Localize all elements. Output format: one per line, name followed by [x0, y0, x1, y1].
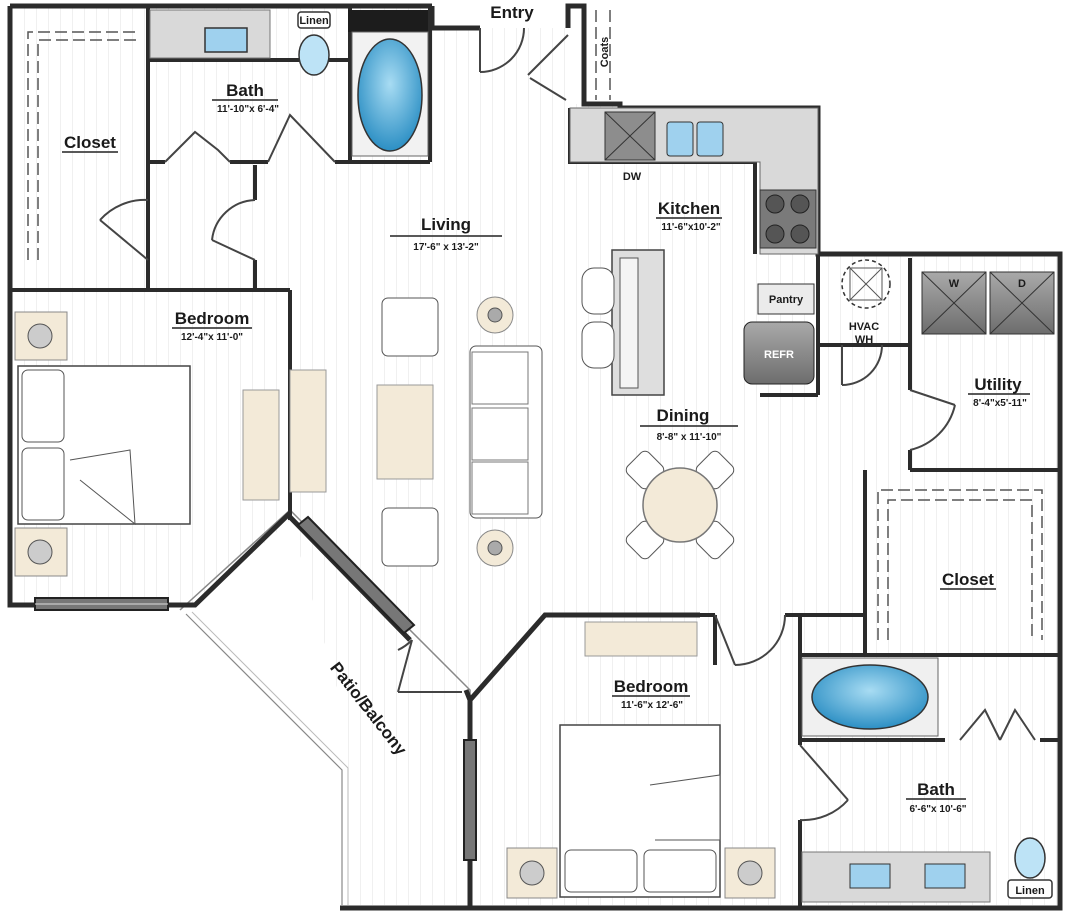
coats-label: Coats [599, 37, 611, 68]
bath1-dim: 11'-10"x 6'-4" [217, 104, 279, 115]
windows [34, 515, 477, 861]
dining-label: Dining [657, 406, 710, 425]
wh-label: WH [855, 334, 873, 346]
bedroom1-furniture [14, 311, 327, 577]
utility-label: Utility [974, 375, 1022, 394]
utility-dim: 8'-4"x5'-11" [973, 398, 1027, 409]
bedroom2-furniture [506, 621, 776, 899]
bedroom1-dim: 12'-4"x 11'-0" [181, 332, 243, 343]
living-dim: 17'-6" x 13'-2" [413, 242, 479, 253]
utility-fixtures [841, 259, 1055, 335]
bath1-label: Bath [226, 81, 264, 100]
linen-top-label: Linen [299, 15, 329, 27]
interior-walls [10, 8, 1058, 908]
linen-bottom-box [1007, 879, 1053, 899]
refrigerator [743, 321, 815, 385]
pantry-box [757, 283, 815, 315]
closet-shelves [27, 10, 1043, 640]
living-furniture [376, 296, 543, 567]
kitchen-dim: 11'-6"x10'-2" [661, 222, 721, 233]
bedroom2-dim: 11'-6"x 12'-6" [621, 700, 683, 711]
pantry-label: Pantry [769, 294, 804, 306]
bath2-fixtures: Linen [801, 657, 1053, 903]
dining-dim: 8'-8" x 11'-10" [657, 432, 722, 443]
linen-top-box [297, 11, 331, 29]
hvac-label: HVAC [849, 321, 879, 333]
entry-label: Entry [490, 3, 534, 22]
bedroom2-label: Bedroom [614, 677, 689, 696]
dryer-label: D [1018, 278, 1026, 290]
dining-furniture [625, 450, 735, 560]
refr-label: REFR [764, 349, 794, 361]
kitchen-label: Kitchen [658, 199, 720, 218]
bath2-label: Bath [917, 780, 955, 799]
washer-label: W [949, 278, 960, 290]
kitchen-fixtures [569, 107, 819, 396]
closet1-label: Closet [64, 133, 116, 152]
doors [99, 27, 1036, 822]
bath1-fixtures: Linen [149, 9, 429, 157]
closet2-label: Closet [942, 570, 994, 589]
fixture-labels: DW Pantry REFR HVAC WH W D [623, 171, 1026, 361]
linen-bottom-label: Linen [1015, 885, 1045, 897]
bedroom1-label: Bedroom [175, 309, 250, 328]
bath2-dim: 6'-6"x 10'-6" [909, 804, 966, 815]
dw-label: DW [623, 171, 642, 183]
living-label: Living [421, 215, 471, 234]
